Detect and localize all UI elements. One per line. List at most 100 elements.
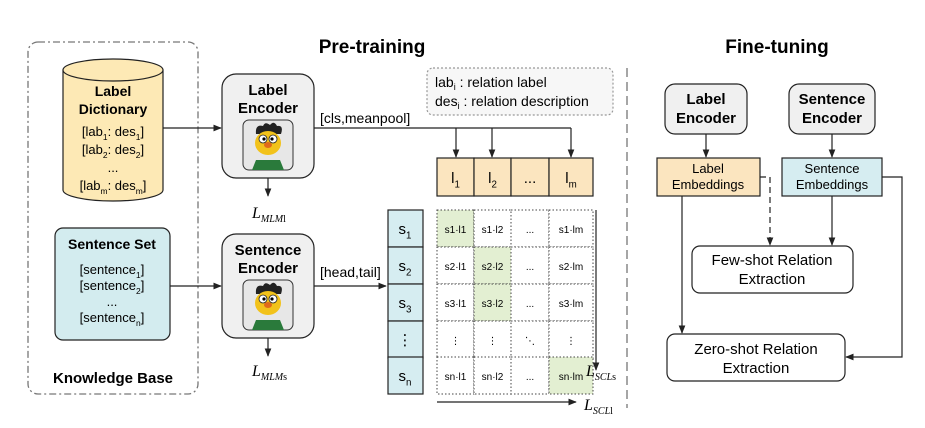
- ft-label-encoder-title-2: Encoder: [676, 110, 736, 127]
- ft-label-encoder-title-1: Label: [686, 91, 725, 108]
- matrix-cell-text: s3·lm: [559, 299, 583, 310]
- matrix-cell-text: s1·lm: [559, 225, 583, 236]
- pretraining-title: Pre-training: [319, 37, 426, 58]
- matrix-cell-text: ⋮: [488, 336, 498, 347]
- matrix-cell-text: s2·lm: [559, 262, 583, 273]
- matrix-cell: [548, 209, 594, 248]
- label-embedding-cell: [548, 157, 594, 197]
- sentence-mlm-loss: LMLMs: [251, 363, 287, 383]
- matrix-cell-text: ...: [526, 299, 534, 310]
- matrix-cell: [510, 209, 550, 248]
- sentence-embedding-text: sn: [399, 368, 412, 389]
- matrix-cell: [510, 320, 550, 359]
- matrix-cell: [436, 283, 475, 322]
- bert-mascot-icon: [242, 279, 294, 331]
- label-to-few-shot-dashed-arrow: [760, 176, 774, 246]
- bert-mascot-icon: [242, 119, 294, 171]
- sentence-embedding-cell: [387, 209, 424, 248]
- scl-l-loss: LSCLl: [583, 397, 613, 417]
- sentence-to-zero-shot-arrow: [845, 176, 903, 361]
- sentence-set-box: [54, 227, 171, 341]
- dictionary-entry: [lab1: des1]: [82, 124, 144, 142]
- sentence-encoder-title-2: Encoder: [238, 260, 298, 277]
- matrix-cell-text: ⋮: [566, 336, 576, 347]
- matrix-cell: [473, 320, 512, 359]
- ft-sentence-embeddings-title-1: Sentence: [805, 161, 860, 176]
- matrix-cell-text: ⋮: [451, 336, 461, 347]
- matrix-cell: [436, 356, 475, 395]
- sentence-pooling-text: [head,tail]: [320, 264, 381, 280]
- sentence-embedding-text: s2: [399, 258, 412, 279]
- matrix-cell-text: ⋱: [525, 336, 535, 347]
- dictionary-entry: [labm: desm]: [80, 178, 147, 196]
- matrix-cell-text: ...: [526, 262, 534, 273]
- matrix-cell: [436, 209, 475, 248]
- sentence-set-entries: [sentence1][sentence2]...[sentencen]: [80, 262, 145, 328]
- sentence-embedding-text: s1: [399, 221, 412, 242]
- matrix-cell-text: ...: [526, 372, 534, 383]
- sentence-embedding-text: ⋮: [398, 332, 413, 349]
- ft-label-embeddings-box: [656, 157, 761, 197]
- matrix-cell-text: sn·l2: [482, 372, 504, 383]
- sentence-entry: [sentence1]: [80, 262, 145, 280]
- sentence-entry: [sentencen]: [80, 310, 145, 328]
- label-encoder-title-1: Label: [248, 82, 287, 99]
- legend-description-line: desi : relation description: [435, 93, 589, 111]
- matrix-cell-text: s3·l1: [445, 299, 467, 310]
- dictionary-entry: ...: [108, 160, 119, 175]
- label-embedding-text: ...: [524, 170, 537, 187]
- matrix-cell: [473, 283, 512, 322]
- sentence-entry: ...: [107, 294, 118, 309]
- label-mlm-loss: LMLMl: [251, 205, 286, 225]
- ft-sentence-encoder-title-1: Sentence: [799, 91, 866, 108]
- label-dictionary-title-2: Dictionary: [79, 101, 148, 117]
- ft-sentence-embeddings-title-2: Embeddings: [796, 177, 869, 192]
- matrix-cell: [473, 246, 512, 285]
- zero-shot-title-1: Zero-shot Relation: [694, 341, 817, 358]
- matrix-cell-text: s1·l1: [445, 225, 467, 236]
- matrix-cell-text: sn·l1: [445, 372, 467, 383]
- ft-sentence-encoder-title-2: Encoder: [802, 110, 862, 127]
- sentence-entry: [sentence2]: [80, 278, 145, 296]
- label-embedding-cell: [436, 157, 475, 197]
- few-shot-title-2: Extraction: [739, 271, 806, 288]
- sentence-embedding-text: s3: [399, 295, 412, 316]
- dictionary-entry: [lab2: des2]: [82, 142, 144, 160]
- legend-box: [426, 67, 614, 116]
- matrix-cell: [473, 209, 512, 248]
- matrix-cell-text: s3·l2: [482, 299, 504, 310]
- label-dictionary-cylinder: [62, 58, 164, 202]
- scl-s-loss: LSCLs: [585, 363, 616, 383]
- sentence-embedding-cell: [387, 356, 424, 395]
- label-dictionary-entries: [lab1: des1][lab2: des2]... [labm: desm]: [80, 124, 147, 196]
- matrix-cell-text: sn·lm: [559, 372, 583, 383]
- label-embeddings-row: l1 l2... lm: [436, 157, 594, 197]
- matrix-cell: [473, 356, 512, 395]
- sentence-encoder-title-1: Sentence: [235, 242, 302, 259]
- matrix-cell: [510, 246, 550, 285]
- sentence-set-title: Sentence Set: [68, 236, 156, 252]
- few-shot-box: [691, 245, 854, 294]
- matrix-cell-text: ...: [526, 225, 534, 236]
- sentence-embedding-cell: [387, 283, 424, 322]
- matrix-cell: [548, 356, 594, 395]
- label-embedding-cell: [473, 157, 512, 197]
- label-embedding-text: l1: [451, 170, 460, 191]
- label-encoder-title-2: Encoder: [238, 100, 298, 117]
- ft-label-embeddings-title-1: Label: [692, 161, 724, 176]
- knowledge-base-label: Knowledge Base: [53, 370, 173, 387]
- sentence-embedding-cell: [387, 246, 424, 285]
- zero-shot-title-2: Extraction: [723, 360, 790, 377]
- sentence-embeddings-column: s1 s2 s3 ⋮ sn: [387, 209, 424, 395]
- few-shot-title-1: Few-shot Relation: [712, 252, 833, 269]
- label-embedding-cell: [510, 157, 550, 197]
- knowledge-base-frame: [27, 41, 199, 395]
- ft-label-embeddings-title-2: Embeddings: [672, 177, 745, 192]
- label-embedding-text: lm: [565, 170, 576, 191]
- matrix-cell-text: s1·l2: [482, 225, 504, 236]
- matrix-cell-text: s2·l2: [482, 262, 504, 273]
- label-dictionary-title-1: Label: [95, 83, 132, 99]
- label-embedding-text: l2: [488, 170, 497, 191]
